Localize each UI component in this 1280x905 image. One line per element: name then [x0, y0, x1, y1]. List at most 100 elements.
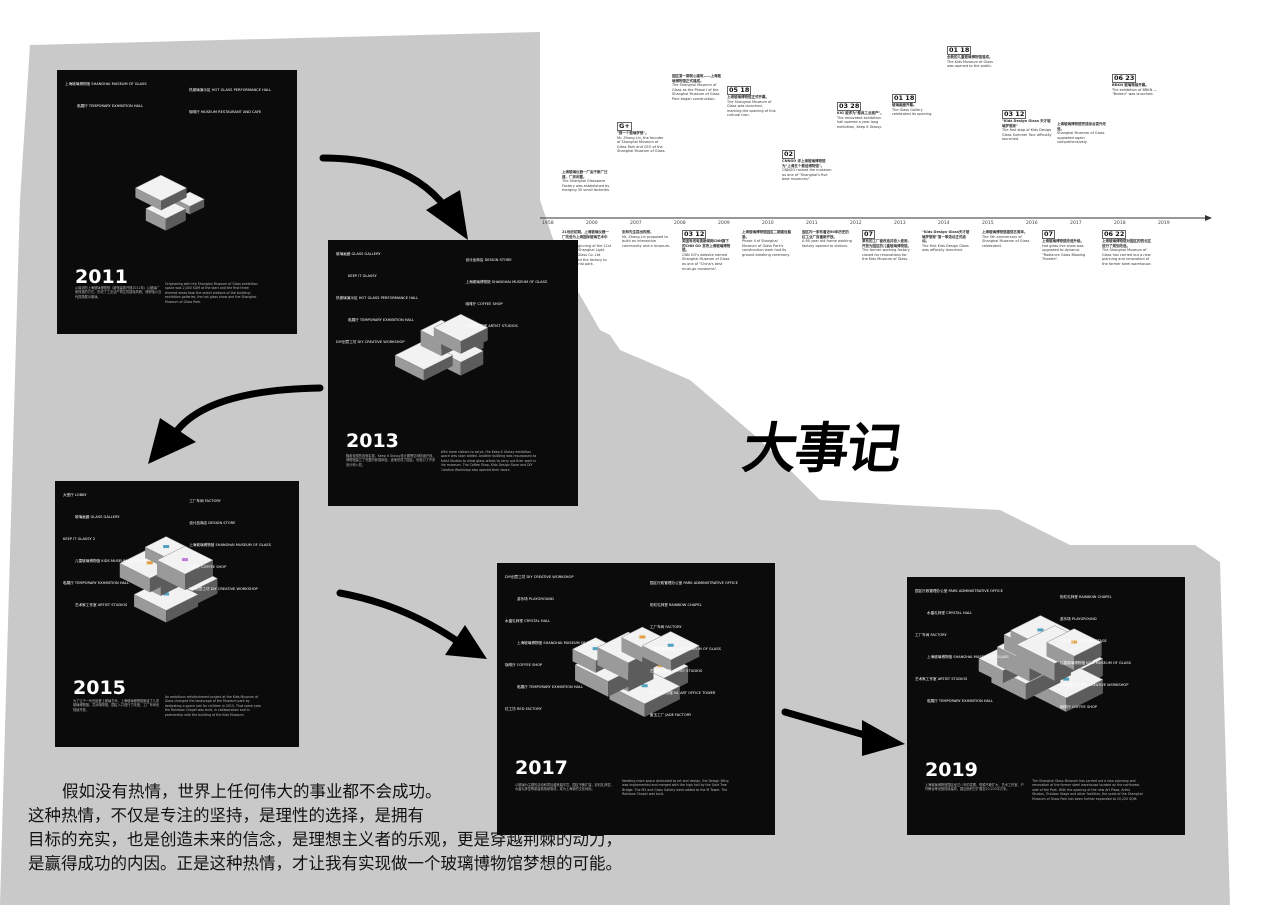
- timeline-text-chinese: 上海玻璃博物馆正式开幕。: [727, 95, 769, 99]
- building-accent: [1071, 640, 1078, 644]
- building-label: 临展厅 TEMPORARY EXHIBITION HALL: [63, 581, 129, 585]
- building-label: 艺术家工作室 ARTIST STUDIOS: [649, 669, 703, 673]
- building-label: 玻璃画廊 GLASS GALLERY: [75, 515, 120, 519]
- timeline-text-english: The Glass Gallery celebrated its opening…: [892, 107, 933, 117]
- building-label: 艺术家工作室 ARTIST STUDIOS: [465, 324, 518, 328]
- building-label: 红工坊 RED FACTORY: [505, 707, 542, 711]
- timeline-text-chinese: 上海玻璃博物馆建馆五周年。: [982, 230, 1028, 234]
- timeline-entry: 上海玻璃博物馆园区二期建设奠基。Phase II of Shanghai Mus…: [742, 230, 792, 340]
- building-label: 设计品商店 DESIGN STORE: [465, 258, 512, 262]
- building-block: [184, 560, 213, 591]
- timeline-year: 2014: [938, 221, 950, 226]
- building-label: 儿童玻璃博物馆 KIDS MUSEUM OF GLASS: [75, 559, 146, 563]
- building-label: 设计品商店 DESIGN STORE: [189, 521, 236, 525]
- timeline-text-english: The Kids Museum of Glass was opened to t…: [947, 59, 993, 69]
- building-block: [670, 645, 700, 672]
- timeline-year: 2017: [1070, 221, 1082, 226]
- panel-2011: 上海玻璃博物馆 SHANGHAI MUSEUM OF GLASS 热玻璃演示区 H…: [57, 70, 297, 334]
- timeline-year: 1958: [542, 221, 554, 226]
- timeline-axis: [540, 30, 1280, 500]
- isometric-model: [119, 536, 219, 623]
- timeline-date: 01 18: [947, 46, 972, 55]
- building-label: 工厂车间 FACTORY: [915, 633, 947, 637]
- timeline-text-english: Mr. Zhang Lin proposed to build an inter…: [622, 234, 671, 248]
- timeline-year: 2012: [850, 221, 862, 226]
- building-block: [166, 594, 199, 623]
- building-label: 玻璃画廊 GLASS GALLERY: [336, 252, 381, 256]
- building-label: 热玻璃演示区 HOT GLASS PERFORMANCE HALL: [189, 88, 272, 92]
- timeline-year: 2000: [586, 221, 598, 226]
- timeline-text-chinese: 上海玻璃仪器一厂由于新厂迁建，厂房闲置。: [562, 170, 608, 179]
- timeline-date: G+: [617, 122, 632, 131]
- timeline-year: 2008: [674, 221, 686, 226]
- timeline-text-english: CNNGO ranked the museum as one of "Shang…: [782, 168, 832, 182]
- quote-line: 假如没有热情，世界上任何伟大的事业都不会成功。: [62, 782, 442, 801]
- timeline-text-chinese: "Kids Design Glass 天才玻璃梦想家": [1002, 119, 1051, 128]
- timeline-text-chinese: 原有的工厂被改造并投入使用，开放为园区的儿童玻璃博物馆。: [862, 239, 911, 248]
- building-block: [1016, 644, 1055, 681]
- timeline-date: 03 28: [837, 102, 862, 111]
- building-label: 艺术家工作室 ARTIST STUDIOS: [75, 603, 128, 607]
- timeline-entry: 03 12"Kids Design Glass 天才玻璃梦想家"The firs…: [1002, 110, 1052, 176]
- caption-english: The Shanghai Glass Museum has carried ou…: [1032, 779, 1143, 801]
- building-label: 上海玻璃博物馆 SHANGHAI MUSEUM OF GLASS: [65, 82, 147, 86]
- timeline-date: 06 22: [1102, 230, 1127, 239]
- building-label: 上海玻璃博物馆 SHANGHAI MUSEUM OF GLASS: [517, 641, 599, 645]
- timeline-entry: 上海玻璃博物馆完成综合提升改造。Shanghai Museum of Glass…: [1057, 122, 1107, 216]
- building-label: 园区行政管理办公室 PARK ADMINISTRATIVE OFFICE: [649, 581, 738, 585]
- timeline-text-chinese: 园区第一期核心建筑——上海玻璃博物馆正式建成。: [672, 74, 721, 83]
- building-block: [575, 664, 609, 697]
- building-label: N1艺术办公楼 N1 ART OFFICE TOWER: [649, 691, 716, 695]
- building-label: 儿童玻璃博物馆 KIDS MUSEUM OF GLASS: [649, 647, 721, 651]
- building-label: DIY创意工坊 DIY CREATIVE WORKSHOP: [505, 575, 574, 579]
- timeline-year: 2007: [630, 221, 642, 226]
- building-block: [433, 313, 489, 342]
- building-block: [119, 563, 150, 593]
- timeline-text-chinese: 美国有线电视新闻网CNN旗下的CNN GO 发布上海玻璃博物馆。: [682, 239, 731, 253]
- building-label: DIY创意工坊 DIY CREATIVE WORKSHOP: [189, 587, 258, 591]
- building-block: [161, 187, 187, 211]
- building-label: 户外舞台 OUTDOOR STAGE: [1059, 639, 1107, 643]
- building-label: 上海玻璃博物馆 SHANGHAI MUSEUM OF GLASS: [465, 280, 548, 284]
- building-accent: [667, 643, 674, 647]
- building-block: [997, 646, 1030, 682]
- timeline-entry: "Kids Design Glass天才玻璃梦想家"第一季活动正式启动。The …: [922, 230, 972, 340]
- building-block: [460, 327, 488, 354]
- panel-2017: DIY创意工坊 DIY CREATIVE WORKSHOP 园区行政管理办公室 P…: [497, 563, 775, 835]
- timeline-entry: 上海玻璃仪器一厂由于新厂迁建，厂房闲置。The Shanghai Glasswa…: [562, 170, 612, 216]
- timeline-entry: G+"我一个玻璃梦想"。Mr. Zhang Lin, the founder o…: [617, 122, 667, 196]
- timeline-year: 2019: [1158, 221, 1170, 226]
- quote-line: 目标的充实，也是创造未来的信念，是理想主义者的乐观，更是穿越荆棘的动力，: [28, 830, 622, 849]
- timeline-text-chinese: 玻璃画廊开幕。: [892, 103, 917, 107]
- building-block: [423, 355, 453, 381]
- timeline-date: 01 18: [892, 94, 917, 103]
- isometric-model: [571, 626, 700, 718]
- building-block: [978, 658, 1003, 684]
- timeline-date: 03 12: [682, 230, 707, 239]
- building-accent: [1037, 628, 1044, 632]
- isometric-model: [394, 313, 489, 381]
- building-label: 彩虹礼拜堂 RAINBOW CHAPEL: [1059, 595, 1112, 599]
- building-label: 工厂车间 FACTORY: [649, 625, 682, 629]
- building-block: [597, 647, 629, 681]
- building-block: [609, 686, 645, 718]
- building-label: 彩虹礼拜堂 RAINBOW CHAPEL: [649, 603, 702, 607]
- building-block: [420, 330, 442, 357]
- building-block: [1046, 642, 1075, 671]
- timeline-text-english: The Shanghai Museum of Glass was launche…: [727, 99, 776, 118]
- caption-english: An ambitious refurbishment project at th…: [164, 695, 261, 717]
- caption-chinese: 随着设想的逐渐实现，Keep it Glassy设计展等空间陆续开放，博物馆建立…: [346, 454, 436, 467]
- building-block: [134, 174, 188, 202]
- building-label: 上海玻璃博物馆 SHANGHAI MUSEUM OF GLASS: [189, 543, 271, 547]
- timeline-text-english: Mr. Zhang Lin, the founder of Shanghai M…: [617, 135, 666, 154]
- building-label: 临展厅 TEMPORARY EXHIBITION HALL: [77, 104, 143, 108]
- timeline-text-english: Hot glass live show was upgraded to dyna…: [1042, 243, 1086, 262]
- building-label: DIY创意工坊 DIY CREATIVE WORKSHOP: [1059, 683, 1129, 687]
